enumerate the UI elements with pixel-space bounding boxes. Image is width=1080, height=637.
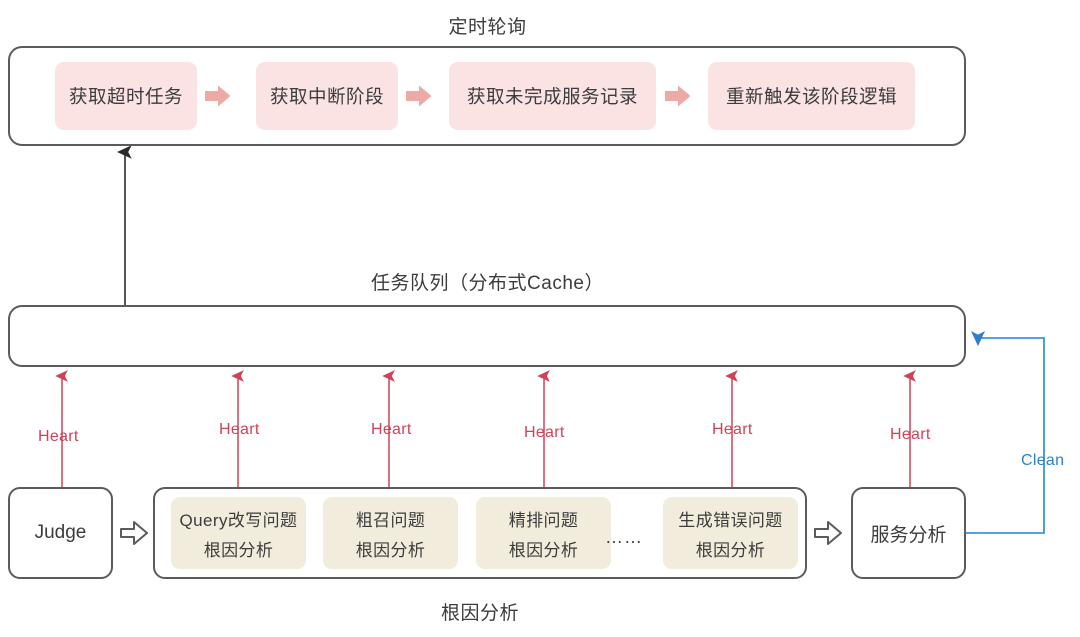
rca-card-4-line2: 根因分析 (695, 540, 766, 560)
polling-title: 定时轮询 (448, 17, 527, 38)
rca-card-2-line1: 粗召问题 (355, 510, 426, 530)
heart-label-2: Heart (219, 421, 260, 438)
heart-label-1: Heart (38, 428, 79, 445)
rca-card-3-line1: 精排问题 (508, 510, 579, 530)
service-analysis-box[interactable]: 服务分析 (851, 487, 966, 579)
heart-label-6: Heart (890, 426, 931, 443)
clean-arrow (966, 330, 1045, 534)
rca-card-3-line2: 根因分析 (508, 540, 579, 560)
rca-ellipsis: …… (605, 527, 643, 547)
block-arrow-icon-judge-to-rca (119, 518, 149, 548)
rca-card-3[interactable]: 精排问题 根因分析 (476, 497, 611, 569)
block-arrow-icon-rca-to-service (813, 518, 843, 548)
polling-step-4[interactable]: 重新触发该阶段逻辑 (708, 62, 915, 130)
rca-card-4[interactable]: 生成错误问题 根因分析 (663, 497, 798, 569)
polling-step-2[interactable]: 获取中断阶段 (256, 62, 398, 130)
queue-title: 任务队列（分布式Cache） (371, 273, 604, 294)
rca-card-1-line2: 根因分析 (203, 540, 274, 560)
heart-label-4: Heart (524, 424, 565, 441)
rca-card-1-line1: Query改写问题 (179, 510, 298, 530)
polling-step-1[interactable]: 获取超时任务 (55, 62, 197, 130)
polling-step-3[interactable]: 获取未完成服务记录 (449, 62, 656, 130)
judge-box[interactable]: Judge (8, 487, 113, 579)
rca-card-1[interactable]: Query改写问题 根因分析 (171, 497, 306, 569)
task-queue-bar (8, 305, 966, 367)
rca-card-4-line1: 生成错误问题 (678, 510, 783, 530)
rca-title: 根因分析 (440, 603, 519, 624)
heart-label-3: Heart (371, 421, 412, 438)
arrow-right-icon-1 (205, 85, 231, 107)
rca-card-2[interactable]: 粗召问题 根因分析 (323, 497, 458, 569)
heart-label-5: Heart (712, 421, 753, 438)
clean-label: Clean (1021, 452, 1065, 469)
arrow-right-icon-3 (665, 85, 691, 107)
arrow-right-icon-2 (406, 85, 432, 107)
rca-card-2-line2: 根因分析 (355, 540, 426, 560)
